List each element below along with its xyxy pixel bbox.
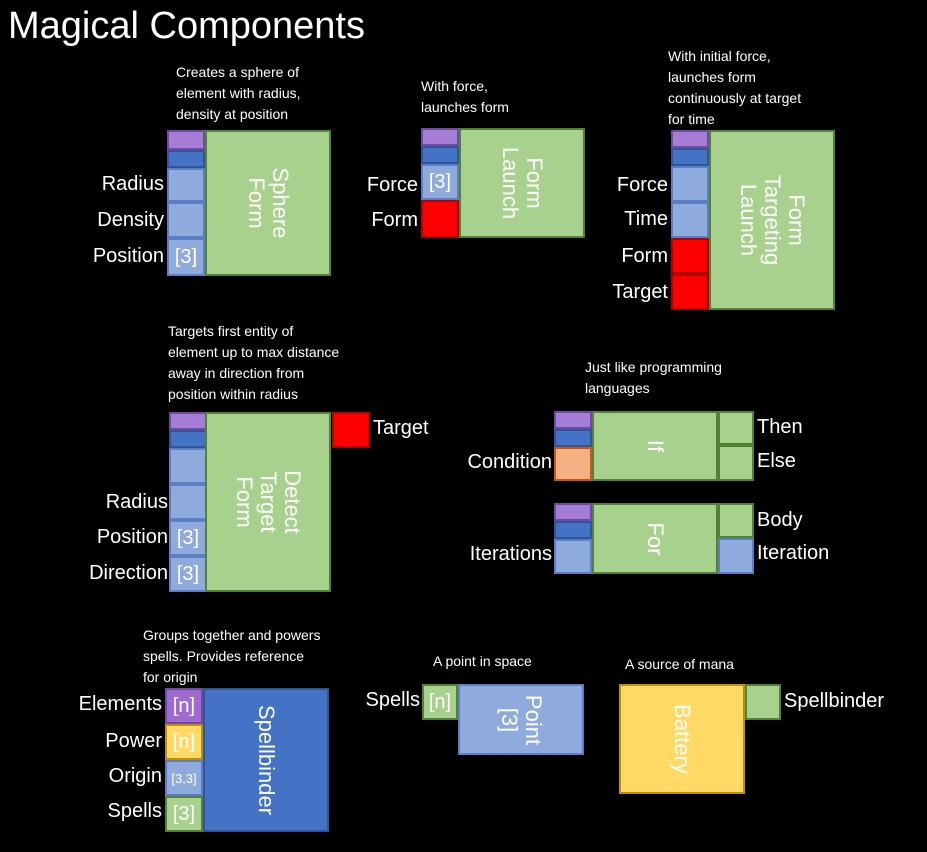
detect-input-radius: Radius: [105, 491, 168, 513]
for-iteration-port[interactable]: [718, 538, 754, 574]
sphere-position-port[interactable]: [3]: [167, 238, 205, 276]
form-launch-form-port[interactable]: [421, 200, 459, 238]
for-power-port[interactable]: [554, 521, 592, 539]
point-input-spells: Spells: [365, 689, 420, 711]
detect-direction-port[interactable]: [3]: [169, 556, 207, 592]
for-output-iteration: Iteration: [757, 542, 830, 564]
spellbinder-input-spells: Spells: [107, 800, 162, 822]
sphere-radius-port[interactable]: [167, 168, 205, 202]
targeting-launch-input-time: Time: [624, 208, 668, 230]
if-input-condition: Condition: [467, 451, 552, 473]
for-name: For: [643, 522, 668, 555]
targeting-launch-input-target: Target: [612, 281, 668, 303]
targeting-launch-input-force: Force: [616, 174, 668, 196]
if-then-port[interactable]: [718, 411, 754, 445]
sphere-power-port[interactable]: [167, 150, 205, 168]
sphere-form-block[interactable]: Sphere Form: [205, 130, 331, 276]
spellbinder-origin-port[interactable]: [3,3]: [165, 760, 203, 796]
detect-input-direction: Direction: [89, 562, 168, 584]
if-else-port[interactable]: [718, 445, 754, 481]
spellbinder-spells-port[interactable]: [3]: [165, 796, 203, 832]
spellbinder-input-power: Power: [105, 730, 162, 752]
detect-description: Targets first entity of element up to ma…: [168, 323, 340, 402]
detect-position-port[interactable]: [3]: [169, 520, 207, 556]
detect-target-output-port[interactable]: [332, 412, 370, 448]
targeting-launch-block[interactable]: Form Targeting Launch: [709, 130, 835, 310]
if-name: If: [643, 439, 668, 453]
battery-output-spellbinder: Spellbinder: [784, 690, 885, 712]
targeting-launch-description: With initial force, launches form contin…: [668, 48, 802, 127]
sphere-density-port[interactable]: [167, 202, 205, 238]
detect-output-target: Target: [373, 417, 429, 439]
form-launch-name: Form Launch: [498, 146, 547, 220]
sphere-input-radius: Radius: [101, 173, 164, 195]
if-output-else: Else: [757, 450, 796, 472]
form-launch-input-form: Form: [371, 209, 418, 231]
spellbinder-description: Groups together and powers spells. Provi…: [143, 627, 321, 685]
if-element-port[interactable]: [554, 411, 592, 429]
targeting-launch-time-port[interactable]: [671, 202, 709, 238]
point-spells-tag: [n]: [428, 690, 452, 713]
for-iterations-port[interactable]: [554, 539, 592, 574]
spellbinder-block[interactable]: Spellbinder: [203, 688, 329, 832]
sphere-position-tag: [3]: [174, 245, 198, 268]
targeting-launch-force-port[interactable]: [671, 166, 709, 202]
if-condition-port[interactable]: [554, 447, 592, 481]
detect-power-port[interactable]: [169, 430, 207, 448]
form-launch-input-force: Force: [366, 174, 418, 196]
targeting-launch-input-form: Form: [621, 245, 668, 267]
targeting-launch-target-port[interactable]: [671, 274, 709, 310]
detect-block[interactable]: Detect Target Form: [205, 412, 331, 592]
form-launch-power-port[interactable]: [421, 146, 459, 164]
spellbinder-spells-tag: [3]: [172, 802, 196, 825]
sphere-input-density: Density: [97, 209, 164, 231]
point-spells-port[interactable]: [n]: [422, 684, 458, 720]
form-launch-description: With force, launches form: [421, 78, 509, 115]
sphere-form-name: Sphere Form: [244, 167, 293, 239]
spellbinder-input-origin: Origin: [108, 765, 162, 787]
page-title: Magical Components: [8, 5, 365, 47]
targeting-launch-power-port[interactable]: [671, 148, 709, 166]
form-launch-block[interactable]: Form Launch: [459, 128, 585, 238]
if-power-port[interactable]: [554, 429, 592, 447]
detect-extra-port[interactable]: [169, 448, 207, 484]
for-body-port[interactable]: [718, 503, 754, 538]
sphere-description: Creates a sphere of element with radius,…: [176, 64, 301, 122]
battery-block[interactable]: Battery: [619, 684, 745, 794]
form-launch-force-tag: [3]: [428, 170, 452, 193]
point-name: Point [3]: [497, 694, 546, 745]
battery-description: A source of mana: [625, 656, 734, 672]
sphere-input-position: Position: [92, 245, 164, 267]
spellbinder-power-tag: [n]: [172, 730, 196, 753]
targeting-launch-form-port[interactable]: [671, 238, 709, 274]
if-block[interactable]: If: [592, 411, 718, 481]
detect-element-port[interactable]: [169, 412, 207, 430]
for-input-iterations: Iterations: [469, 543, 552, 565]
sphere-element-port[interactable]: [167, 130, 205, 150]
spellbinder-power-port[interactable]: [n]: [165, 724, 203, 760]
if-description: Just like programming languages: [585, 359, 722, 396]
form-launch-element-port[interactable]: [421, 128, 459, 146]
detect-direction-tag: [3]: [176, 562, 200, 585]
if-output-then: Then: [757, 416, 803, 438]
targeting-launch-name: Form Targeting Launch: [736, 174, 809, 266]
detect-radius-port[interactable]: [169, 484, 207, 520]
detect-name: Detect Target Form: [232, 470, 305, 534]
spellbinder-origin-tag: [3,3]: [171, 770, 197, 786]
for-block[interactable]: For: [592, 503, 718, 574]
point-description: A point in space: [433, 653, 532, 669]
spellbinder-name: Spellbinder: [254, 704, 279, 816]
for-output-body: Body: [757, 509, 803, 531]
spellbinder-input-elements: Elements: [78, 693, 162, 715]
targeting-launch-element-port[interactable]: [671, 130, 709, 148]
battery-name: Battery: [670, 704, 695, 774]
spellbinder-elements-port[interactable]: [n]: [165, 688, 203, 724]
spellbinder-elements-tag: [n]: [172, 694, 196, 717]
form-launch-force-port[interactable]: [3]: [421, 164, 459, 200]
detect-input-position: Position: [96, 526, 168, 548]
battery-spellbinder-port[interactable]: [745, 684, 781, 720]
detect-position-tag: [3]: [176, 526, 200, 549]
point-block[interactable]: Point [3]: [458, 684, 584, 755]
for-element-port[interactable]: [554, 503, 592, 521]
